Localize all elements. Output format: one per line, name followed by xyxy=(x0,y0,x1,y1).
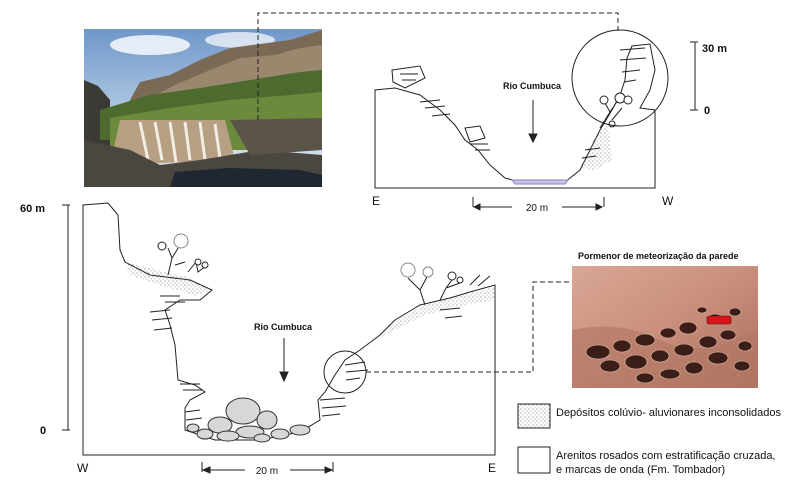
top-river xyxy=(511,179,569,185)
bottom-width-label: 20 m xyxy=(256,466,278,477)
detail-title: Pormenor de meteorização da parede xyxy=(578,251,739,261)
top-cross-section xyxy=(257,12,698,211)
bottom-scale-bottom: 0 xyxy=(40,425,46,437)
legend-label-sandstone-2: e marcas de onda (Fm. Tombador) xyxy=(556,464,725,476)
legend-swatch-sandstone xyxy=(517,446,551,474)
weathering-detail-photo xyxy=(572,266,758,388)
waterfall-photo xyxy=(84,29,322,187)
bottom-left-direction: W xyxy=(77,461,89,475)
top-width-label: 20 m xyxy=(526,203,548,214)
bottom-right-direction: E xyxy=(488,461,496,475)
legend-swatch-colluvial xyxy=(517,403,551,429)
bottom-river-label: Rio Cumbuca xyxy=(254,322,313,332)
top-scale-top: 30 m xyxy=(702,43,727,55)
legend-label-colluvial: Depósitos colúvio- aluvionares inconsoli… xyxy=(556,407,782,419)
top-river-label: Rio Cumbuca xyxy=(503,81,562,91)
legend xyxy=(517,403,551,474)
top-valley-outline xyxy=(374,43,656,189)
top-scale-bottom: 0 xyxy=(704,105,710,117)
top-detail-circle xyxy=(571,29,669,127)
legend-label-sandstone-1: Arenitos rosados com estratificação cruz… xyxy=(556,450,776,462)
top-right-direction: W xyxy=(662,194,674,208)
bottom-cross-section xyxy=(62,202,572,474)
top-left-direction: E xyxy=(372,194,380,208)
bottom-scale-top: 60 m xyxy=(20,203,45,215)
